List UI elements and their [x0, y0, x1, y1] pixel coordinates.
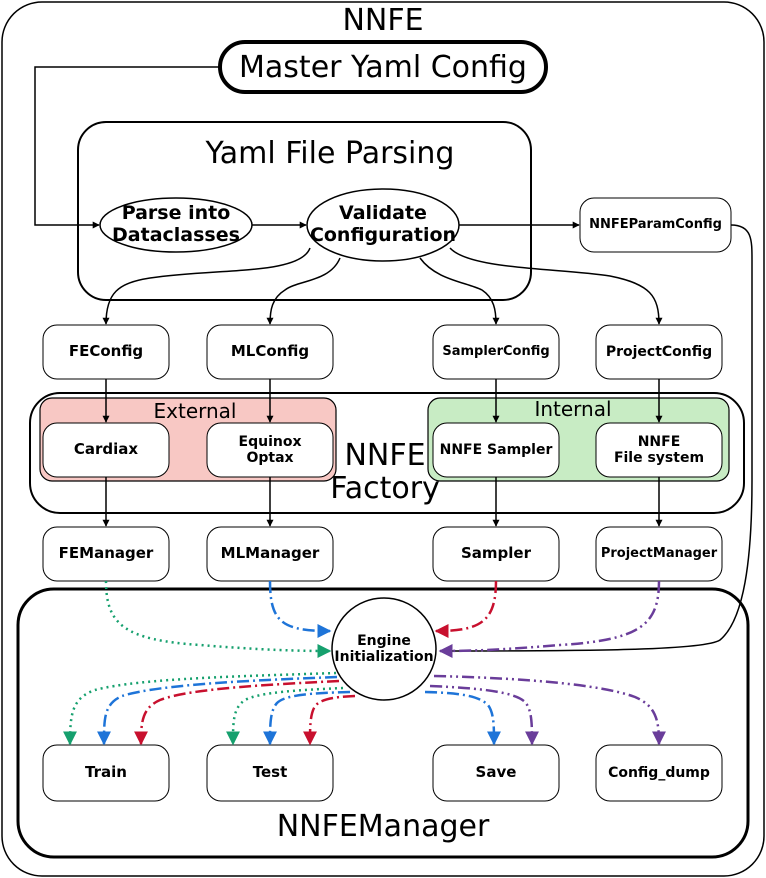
equinox-label: Equinox Optax: [238, 433, 302, 466]
external-label: External: [153, 398, 237, 423]
nnfe-fs-label: NNFE File system: [613, 433, 705, 466]
edge-engine-to-config-dump-purple: [433, 674, 666, 746]
edge-validate-to-project-config: [449, 247, 663, 325]
project-manager-label: ProjectManager: [600, 545, 718, 561]
edge-engine-to-test-green: [226, 686, 344, 746]
edge-ml-manager-to-engine: [268, 580, 332, 638]
edge-validate-to-ml-config: [266, 257, 341, 325]
fe-config-label: FEConfig: [68, 342, 144, 361]
ml-config-label: MLConfig: [230, 342, 310, 361]
edge-fe-manager-to-engine: [104, 580, 332, 658]
manager-container: [16, 587, 750, 859]
config-dump-label: Config_dump: [608, 764, 710, 781]
yaml-parsing-container: [77, 121, 532, 301]
edge-param-to-engine: [439, 224, 753, 655]
fe-manager-label: FEManager: [58, 544, 154, 563]
yaml-parsing-title: Yaml File Parsing: [205, 135, 455, 171]
sampler-config-label: SamplerConfig: [442, 343, 550, 359]
nnfe-sampler-label: NNFE Sampler: [439, 441, 553, 458]
master-config-label: Master Yaml Config: [239, 49, 527, 85]
train-label: Train: [85, 763, 127, 782]
validate-label: Validate Configuration: [309, 202, 457, 246]
project-config-label: ProjectConfig: [605, 343, 713, 360]
edge-engine-to-train-red: [134, 679, 340, 746]
sampler-label: Sampler: [460, 544, 531, 563]
edge-engine-to-save-blue: [424, 690, 501, 746]
edge-engine-to-test-red: [303, 694, 356, 746]
edge-engine-to-test-blue: [263, 690, 351, 746]
engine-label: Engine Initialization: [334, 632, 434, 665]
edge-engine-to-save-purple: [429, 684, 539, 746]
cardiax-label: Cardiax: [73, 440, 139, 459]
edge-sampler-to-engine: [434, 580, 498, 638]
parse-label: Parse into Dataclasses: [112, 202, 240, 246]
nnfe-title: NNFE: [342, 2, 424, 38]
edge-master-to-parse: [34, 66, 220, 229]
edge-engine-to-train-blue: [97, 675, 338, 746]
save-label: Save: [475, 763, 517, 782]
edge-validate-to-fe-config: [102, 247, 311, 325]
edge-validate-to-sampler-config: [419, 257, 500, 325]
edge-project-manager-to-engine: [438, 580, 661, 658]
internal-label: Internal: [534, 396, 612, 421]
test-label: Test: [252, 763, 288, 782]
factory-title: NNFE Factory: [330, 438, 440, 506]
factory-container: [29, 392, 745, 514]
param-config-label: NNFEParamConfig: [589, 216, 722, 232]
manager-title: NNFEManager: [276, 808, 490, 844]
ml-manager-label: MLManager: [220, 544, 320, 563]
engine-node: [331, 597, 437, 701]
